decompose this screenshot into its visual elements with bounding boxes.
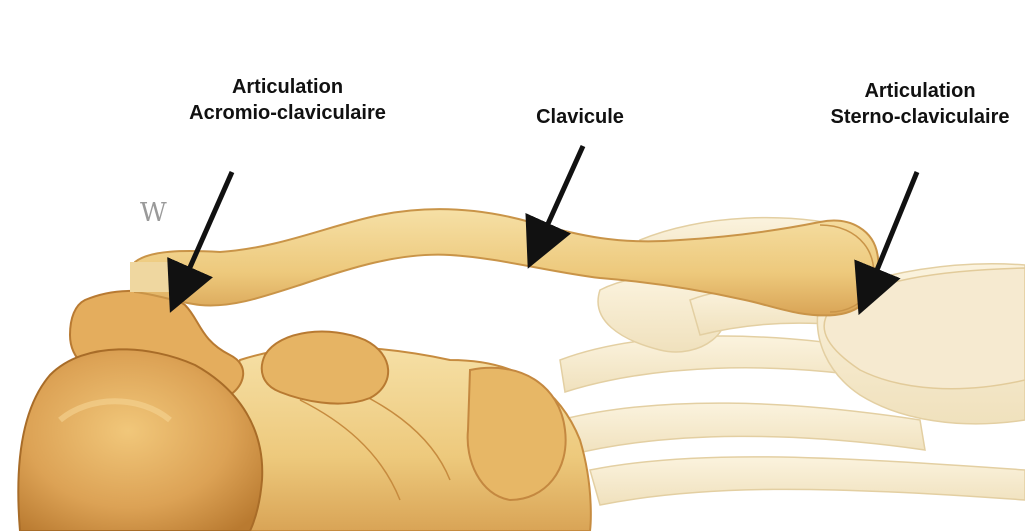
- scapula: [224, 330, 592, 531]
- clavicle-label: Clavicule: [500, 104, 660, 130]
- acromio-clavicular-arrow: [167, 170, 235, 313]
- sterno-clavicular-label: Articulation Sterno-claviculaire: [805, 78, 1025, 130]
- sterno-label-line2: Sterno-claviculaire: [830, 106, 1010, 128]
- acromio-label-line2: Acromio-claviculaire: [189, 102, 386, 124]
- acromio-clavicular-label: Articulation Acromio-claviculaire: [165, 74, 410, 126]
- humeral-head: [17, 348, 264, 531]
- acromio-label-line1: Articulation: [231, 76, 344, 98]
- corner-mark: W: [140, 198, 167, 228]
- sterno-label-line1: Articulation: [864, 80, 976, 102]
- clavicle-label-text: Clavicule: [536, 106, 624, 128]
- clavicle-arrow: [525, 144, 586, 269]
- sterno-clavicular-arrow: [854, 171, 920, 316]
- cropped-patch: [130, 262, 180, 292]
